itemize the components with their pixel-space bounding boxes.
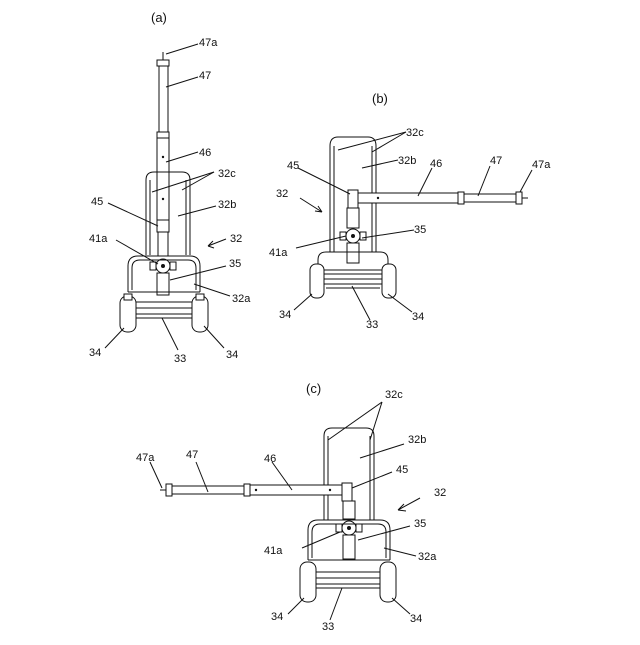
label-34-right: 34 (412, 311, 424, 323)
label-47: 47 (199, 70, 211, 82)
label-45: 45 (396, 464, 408, 476)
label-32: 32 (276, 188, 288, 200)
base-b (310, 264, 396, 298)
label-47: 47 (186, 449, 198, 461)
label-32b: 32b (408, 434, 426, 446)
pole-assembly-a (157, 52, 169, 228)
label-32b: 32b (218, 199, 236, 211)
base-c (300, 562, 396, 602)
clamp-a (150, 220, 176, 295)
label-34-left: 34 (279, 309, 291, 321)
label-32c: 32c (385, 389, 403, 401)
label-32a: 32a (418, 551, 437, 563)
label-41a: 41a (89, 233, 108, 245)
label-32a: 32a (232, 293, 251, 305)
label-34-right: 34 (410, 613, 422, 625)
label-46: 46 (264, 453, 276, 465)
label-41a: 41a (269, 247, 288, 259)
clamp-c (336, 501, 362, 559)
label-32b: 32b (398, 155, 416, 167)
label-33: 33 (322, 621, 334, 633)
caption-c: (c) (306, 381, 321, 396)
figure-a: (a) (89, 10, 251, 365)
label-32: 32 (434, 487, 446, 499)
base-a (120, 294, 208, 332)
label-32: 32 (230, 233, 242, 245)
label-32c: 32c (218, 168, 236, 180)
label-45: 45 (91, 196, 103, 208)
label-35: 35 (414, 224, 426, 236)
figure-c: (c) (136, 381, 446, 633)
label-35: 35 (414, 518, 426, 530)
label-32c: 32c (406, 127, 424, 139)
label-47a: 47a (136, 452, 155, 464)
label-35: 35 (229, 258, 241, 270)
label-34-right: 34 (226, 349, 238, 361)
figure-b: (b) (269, 91, 551, 331)
label-47a: 47a (532, 159, 551, 171)
label-45: 45 (287, 160, 299, 172)
label-33: 33 (366, 319, 378, 331)
label-41a: 41a (264, 545, 283, 557)
label-46: 46 (199, 147, 211, 159)
label-34-left: 34 (271, 611, 283, 623)
clamp-b (340, 208, 366, 263)
label-46: 46 (430, 158, 442, 170)
caption-a: (a) (151, 10, 167, 25)
label-34-left: 34 (89, 347, 101, 359)
label-33: 33 (174, 353, 186, 365)
pole-assembly-c (160, 483, 352, 501)
pole-assembly-b (348, 190, 528, 208)
label-47a: 47a (199, 37, 218, 49)
label-47: 47 (490, 155, 502, 167)
caption-b: (b) (372, 91, 388, 106)
